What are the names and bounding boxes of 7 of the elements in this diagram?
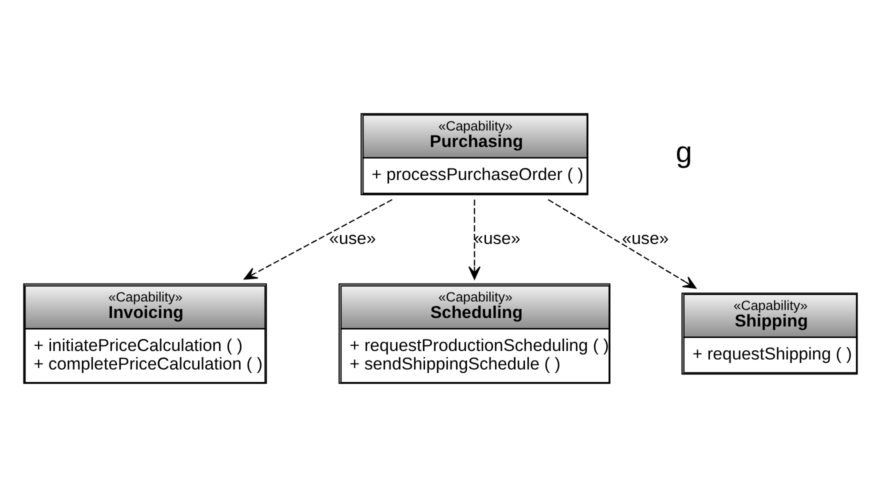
edge-label: «use» [329, 227, 376, 248]
arrow [548, 198, 696, 288]
edge-label: «use» [474, 227, 520, 248]
label: g [676, 135, 692, 168]
arrow [468, 199, 481, 280]
edge-label: «use» [622, 227, 669, 248]
arrow [244, 198, 392, 280]
